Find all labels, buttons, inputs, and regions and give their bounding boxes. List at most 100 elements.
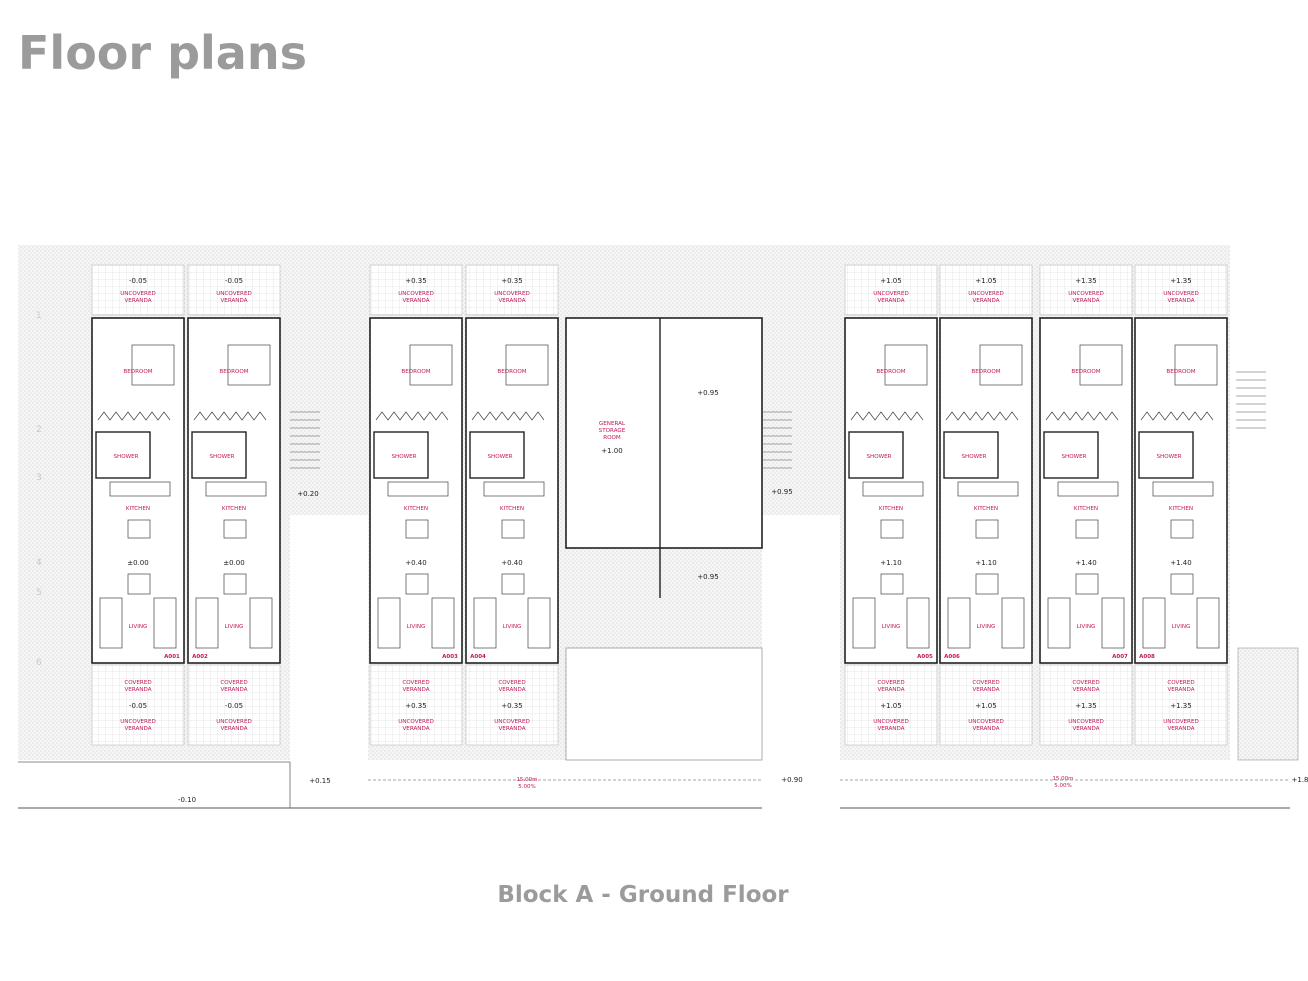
unit-id: A003 <box>442 654 458 660</box>
room-label-uncovered-veranda-top: UNCOVERED <box>1068 291 1104 297</box>
room-label-covered-veranda: COVERED <box>498 680 525 686</box>
sofa <box>377 597 401 649</box>
level-bottom: +1.05 <box>880 702 901 710</box>
unit-walls <box>369 317 463 664</box>
armchair <box>1001 597 1025 649</box>
room-label-kitchen: KITCHEN <box>1074 506 1098 512</box>
room-label-kitchen: KITCHEN <box>974 506 998 512</box>
level-top: +1.05 <box>880 277 901 285</box>
grid-axis-label: 2 <box>36 425 42 435</box>
level-bottom: +0.35 <box>501 702 522 710</box>
veranda-bottom <box>1134 664 1228 746</box>
room-label-uncovered-veranda-bottom: UNCOVERED <box>398 719 434 725</box>
wardrobe <box>1140 411 1214 421</box>
page-title: Floor plans <box>18 26 307 80</box>
level-top: +1.35 <box>1075 277 1096 285</box>
level-floor: +1.10 <box>880 559 901 567</box>
table <box>1075 573 1099 595</box>
uncovered-veranda-top <box>939 264 1033 316</box>
room-label-living: LIVING <box>407 624 426 630</box>
unit-id: A006 <box>944 654 960 660</box>
room-label-storage: GENERAL <box>599 421 626 427</box>
level-floor: +1.40 <box>1075 559 1096 567</box>
room-label-covered-veranda: COVERED <box>402 680 429 686</box>
armchair <box>527 597 551 649</box>
room-label-uncovered-veranda-top: VERANDA <box>972 298 999 304</box>
wardrobe <box>1045 411 1119 421</box>
kitchen-island <box>223 519 247 539</box>
wardrobe <box>375 411 449 421</box>
room-label-uncovered-veranda-top: VERANDA <box>1167 298 1194 304</box>
room-label-covered-veranda: COVERED <box>1167 680 1194 686</box>
table <box>501 573 525 595</box>
room-label-bedroom: BEDROOM <box>1071 369 1100 375</box>
wardrobe <box>945 411 1019 421</box>
bed <box>1174 344 1218 386</box>
veranda-bottom <box>844 664 938 746</box>
room-label-living: LIVING <box>1172 624 1191 630</box>
level-bottom: +0.35 <box>405 702 426 710</box>
unit-walls <box>187 317 281 664</box>
level-path-left: +0.15 <box>309 777 330 785</box>
room-label-bedroom: BEDROOM <box>971 369 1000 375</box>
bed <box>227 344 271 386</box>
sofa <box>473 597 497 649</box>
bed <box>131 344 175 386</box>
dimension-length-right: 15.00m <box>1052 776 1073 782</box>
room-label-shower: SHOWER <box>1156 454 1181 460</box>
grid-axis-label: 3 <box>36 473 42 483</box>
room-label-kitchen: KITCHEN <box>126 506 150 512</box>
shower-box <box>1138 431 1194 479</box>
apartment-A006 <box>939 264 1033 746</box>
level-top: +1.35 <box>1170 277 1191 285</box>
sofa <box>1047 597 1071 649</box>
veranda-bottom <box>1039 664 1133 746</box>
room-label-uncovered-veranda-bottom: UNCOVERED <box>120 719 156 725</box>
room-label-uncovered-veranda-top: VERANDA <box>877 298 904 304</box>
room-label-bedroom: BEDROOM <box>876 369 905 375</box>
room-label-uncovered-veranda-top: UNCOVERED <box>968 291 1004 297</box>
stair-far-right <box>1236 371 1266 429</box>
drawing-caption: Block A - Ground Floor <box>497 882 789 908</box>
kitchen-counter <box>205 481 267 497</box>
uncovered-veranda-top <box>844 264 938 316</box>
room-label-kitchen: KITCHEN <box>879 506 903 512</box>
room-label-covered-veranda: VERANDA <box>1072 687 1099 693</box>
sofa <box>1142 597 1166 649</box>
room-label-uncovered-veranda-bottom: VERANDA <box>402 726 429 732</box>
room-label-covered-veranda: VERANDA <box>402 687 429 693</box>
uncovered-veranda-top <box>465 264 559 316</box>
apartment-A001 <box>91 264 185 746</box>
room-label-uncovered-veranda-bottom: UNCOVERED <box>1163 719 1199 725</box>
dimension-slope-right: 5.00% <box>1054 783 1071 789</box>
grid-axis-label: 1 <box>36 311 42 321</box>
room-label-storage: ROOM <box>603 435 621 441</box>
uncovered-veranda-top <box>91 264 185 316</box>
veranda-bottom <box>91 664 185 746</box>
kitchen-island <box>975 519 999 539</box>
room-label-shower: SHOWER <box>113 454 138 460</box>
room-label-uncovered-veranda-bottom: VERANDA <box>498 726 525 732</box>
shower-box <box>191 431 247 479</box>
apartment-A004 <box>465 264 559 746</box>
room-label-uncovered-veranda-top: VERANDA <box>1072 298 1099 304</box>
veranda-bottom <box>187 664 281 746</box>
unit-walls <box>91 317 185 664</box>
level-bottom: +1.35 <box>1170 702 1191 710</box>
apartment-A005 <box>844 264 938 746</box>
unit-walls <box>844 317 938 664</box>
sofa <box>99 597 123 649</box>
kitchen-island <box>127 519 151 539</box>
unit-walls <box>1134 317 1228 664</box>
level-floor: +0.40 <box>405 559 426 567</box>
room-label-covered-veranda: VERANDA <box>877 687 904 693</box>
grid-axis-label: 6 <box>36 658 42 668</box>
level-stair-left: +0.20 <box>297 490 318 498</box>
room-label-living: LIVING <box>977 624 996 630</box>
apartment-A008 <box>1134 264 1228 746</box>
level-bottom: +1.05 <box>975 702 996 710</box>
kitchen-counter <box>109 481 171 497</box>
shower-box <box>373 431 429 479</box>
room-label-covered-veranda: COVERED <box>220 680 247 686</box>
kitchen-island <box>1075 519 1099 539</box>
